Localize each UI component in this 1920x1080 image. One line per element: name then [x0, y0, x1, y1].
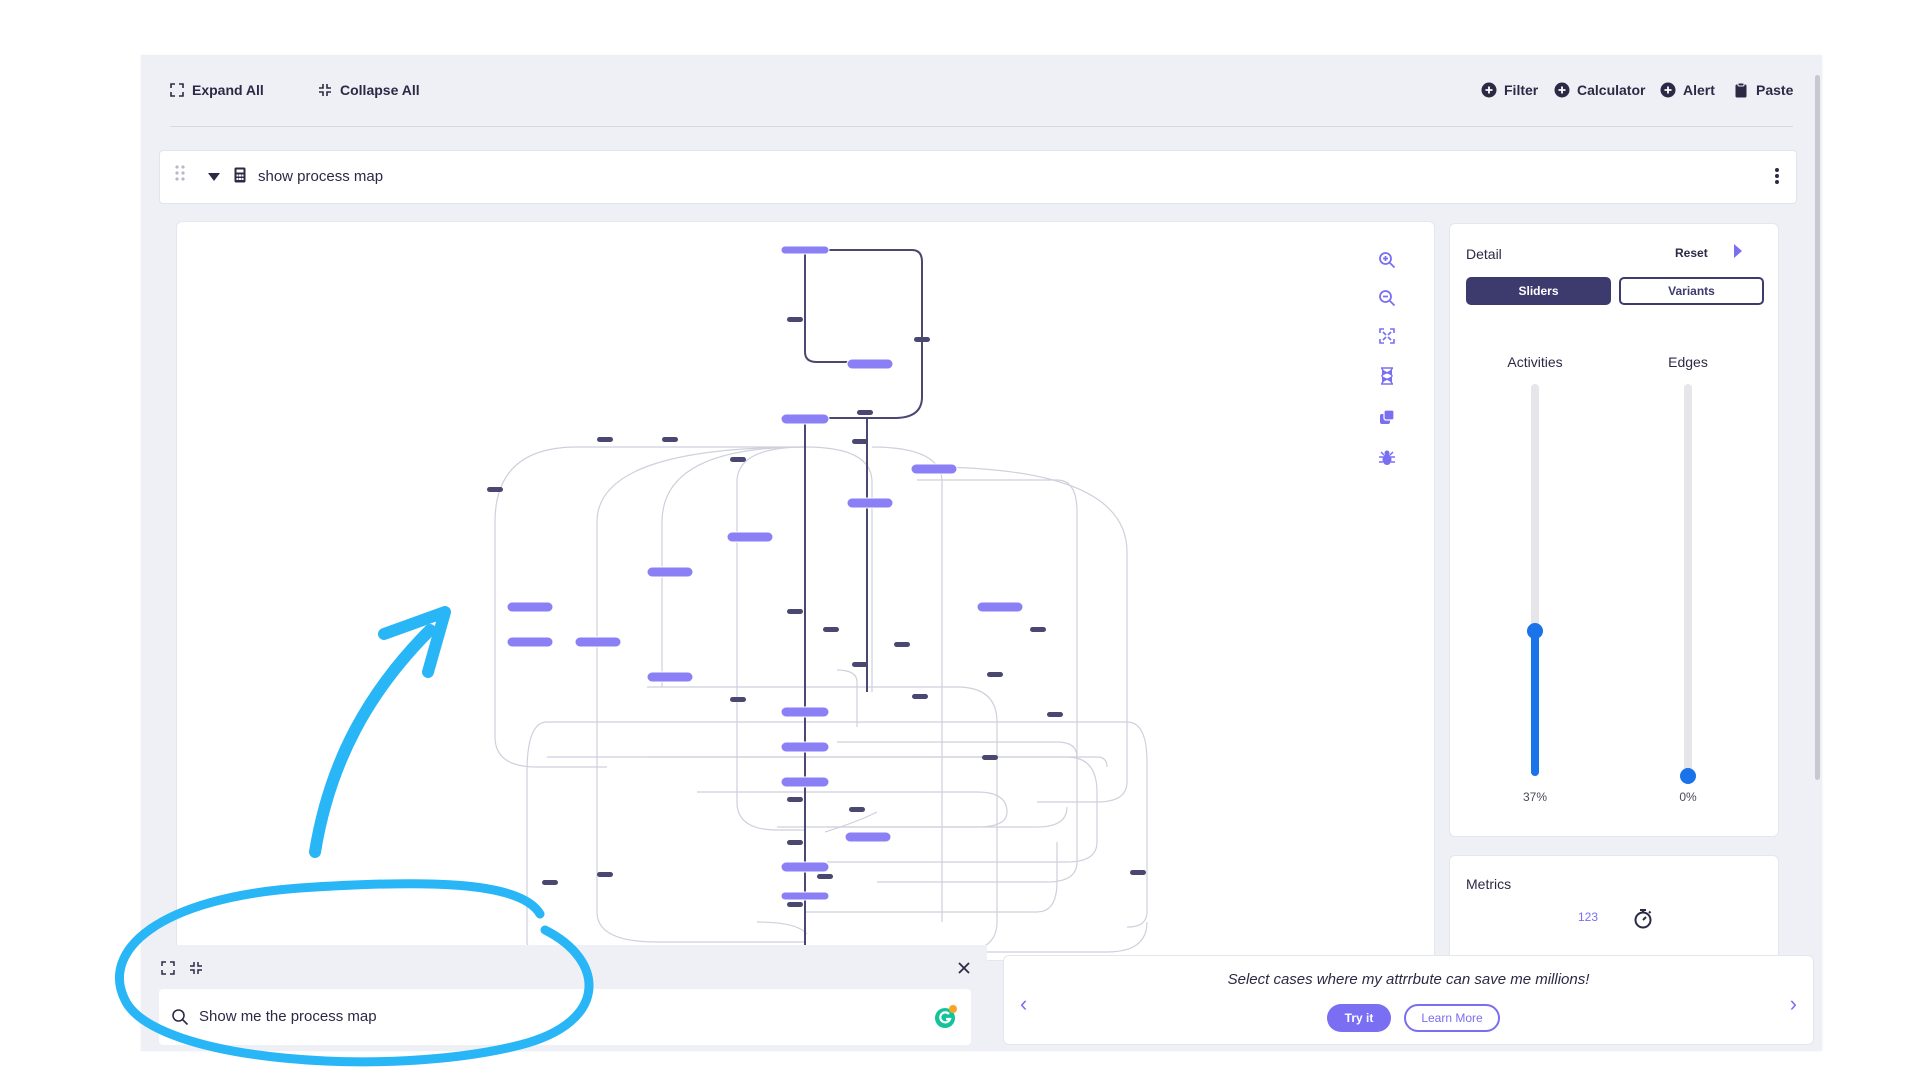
- edges-slider-handle[interactable]: [1680, 768, 1696, 784]
- close-icon[interactable]: [957, 961, 971, 975]
- paste-button[interactable]: Paste: [1733, 82, 1793, 98]
- calculator-button[interactable]: Calculator: [1554, 82, 1645, 98]
- activities-slider-handle[interactable]: [1527, 622, 1543, 639]
- zoom-out-icon[interactable]: [1375, 286, 1399, 310]
- collapse-all-button[interactable]: Collapse All: [317, 82, 420, 98]
- count-icon[interactable]: 123: [1578, 910, 1599, 924]
- edges-label: Edges: [1668, 354, 1708, 370]
- zoom-in-icon[interactable]: [1375, 248, 1399, 272]
- plus-circle-icon: [1660, 82, 1676, 98]
- chat-input-value: Show me the process map: [199, 1008, 377, 1025]
- plus-circle-icon: [1481, 82, 1497, 98]
- calculator-label: Calculator: [1577, 82, 1646, 98]
- suggestion-text: Select cases where my attrrbute can save…: [1227, 971, 1590, 988]
- app-window: Expand All Collapse All Filter Calculato…: [141, 55, 1822, 1051]
- toolbar-divider: [170, 126, 1793, 127]
- paste-label: Paste: [1756, 82, 1794, 98]
- suggestion-carousel: ‹ Select cases where my attrrbute can sa…: [1003, 955, 1814, 1045]
- chat-input[interactable]: Show me the process map: [159, 989, 971, 1045]
- collapse-icon[interactable]: [189, 961, 203, 975]
- expand-all-label: Expand All: [192, 82, 264, 98]
- clipboard-icon: [1735, 82, 1747, 98]
- collapse-all-label: Collapse All: [340, 82, 420, 98]
- chevron-left-icon[interactable]: ‹: [1020, 991, 1028, 1016]
- hourglass-icon[interactable]: [1375, 364, 1399, 388]
- play-arrow-icon[interactable]: [1734, 244, 1742, 258]
- fit-to-screen-icon[interactable]: [1375, 324, 1399, 348]
- more-vertical-icon[interactable]: [1774, 166, 1780, 186]
- plus-circle-icon: [1554, 82, 1570, 98]
- filter-button[interactable]: Filter: [1481, 82, 1538, 98]
- tab-sliders[interactable]: Sliders: [1466, 277, 1611, 305]
- detail-panel: Detail Reset Sliders Variants Activities…: [1449, 223, 1779, 837]
- try-it-button[interactable]: Try it: [1327, 1004, 1391, 1032]
- edges-slider[interactable]: [1680, 384, 1696, 784]
- alert-label: Alert: [1683, 82, 1715, 98]
- calculator-icon: [234, 167, 246, 183]
- process-map-canvas[interactable]: [176, 221, 1435, 961]
- search-icon: [172, 1009, 189, 1026]
- learn-more-button[interactable]: Learn More: [1404, 1004, 1500, 1032]
- activities-slider-fill: [1531, 630, 1539, 776]
- expand-icon[interactable]: [161, 961, 175, 975]
- activities-label: Activities: [1507, 354, 1563, 370]
- toolbar: Expand All Collapse All Filter Calculato…: [141, 55, 1822, 127]
- stopwatch-icon[interactable]: [1632, 908, 1654, 930]
- process-map-graph[interactable]: [177, 222, 1435, 961]
- reset-button[interactable]: Reset: [1675, 246, 1708, 260]
- filter-label: Filter: [1504, 82, 1539, 98]
- drag-handle-icon[interactable]: [174, 163, 186, 183]
- collapse-icon: [319, 84, 331, 96]
- tab-variants[interactable]: Variants: [1619, 277, 1764, 305]
- activities-slider[interactable]: [1527, 384, 1543, 776]
- chevron-right-icon[interactable]: ›: [1789, 991, 1797, 1016]
- caret-down-icon[interactable]: [208, 172, 220, 182]
- metrics-title: Metrics: [1466, 876, 1512, 892]
- card-title: show process map: [258, 168, 384, 185]
- expand-all-button[interactable]: Expand All: [169, 82, 264, 98]
- detail-title: Detail: [1466, 246, 1502, 262]
- activities-value: 37%: [1522, 790, 1548, 804]
- expand-icon: [170, 83, 184, 97]
- bug-icon[interactable]: [1375, 446, 1399, 470]
- copy-icon[interactable]: [1375, 405, 1399, 429]
- chat-panel: Show me the process map: [141, 945, 987, 1051]
- alert-button[interactable]: Alert: [1660, 82, 1715, 98]
- edges-value: 0%: [1679, 790, 1697, 804]
- process-map-card-header: show process map: [159, 150, 1797, 204]
- page-scrollbar[interactable]: [1815, 75, 1820, 780]
- grammarly-icon[interactable]: [933, 1004, 959, 1030]
